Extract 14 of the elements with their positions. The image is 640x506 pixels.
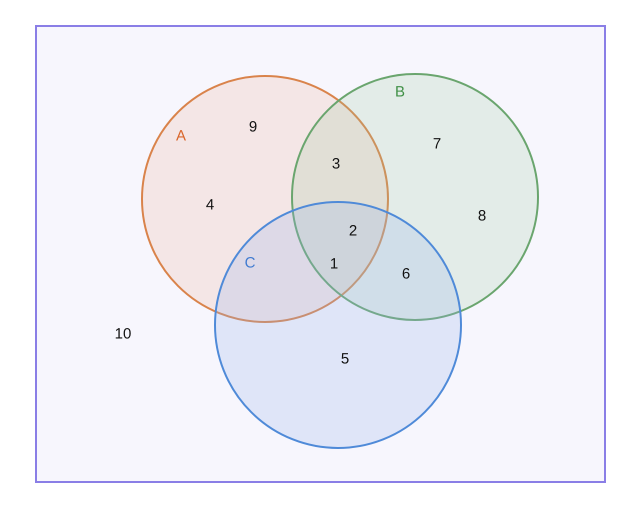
set-label: B <box>395 84 405 100</box>
region-count: 9 <box>248 118 258 136</box>
region-count: 5 <box>340 350 350 368</box>
region-count: 1 <box>330 256 338 272</box>
universe-rectangle <box>35 25 606 483</box>
region-count: 3 <box>332 156 340 172</box>
set-label: A <box>176 128 186 144</box>
region-count: 10 <box>114 326 132 342</box>
set-label: C <box>244 254 256 272</box>
region-count: 7 <box>432 136 442 152</box>
region-count: 8 <box>478 208 486 224</box>
region-count: 6 <box>402 266 410 282</box>
region-count: 2 <box>348 222 358 240</box>
region-count: 4 <box>206 196 214 214</box>
